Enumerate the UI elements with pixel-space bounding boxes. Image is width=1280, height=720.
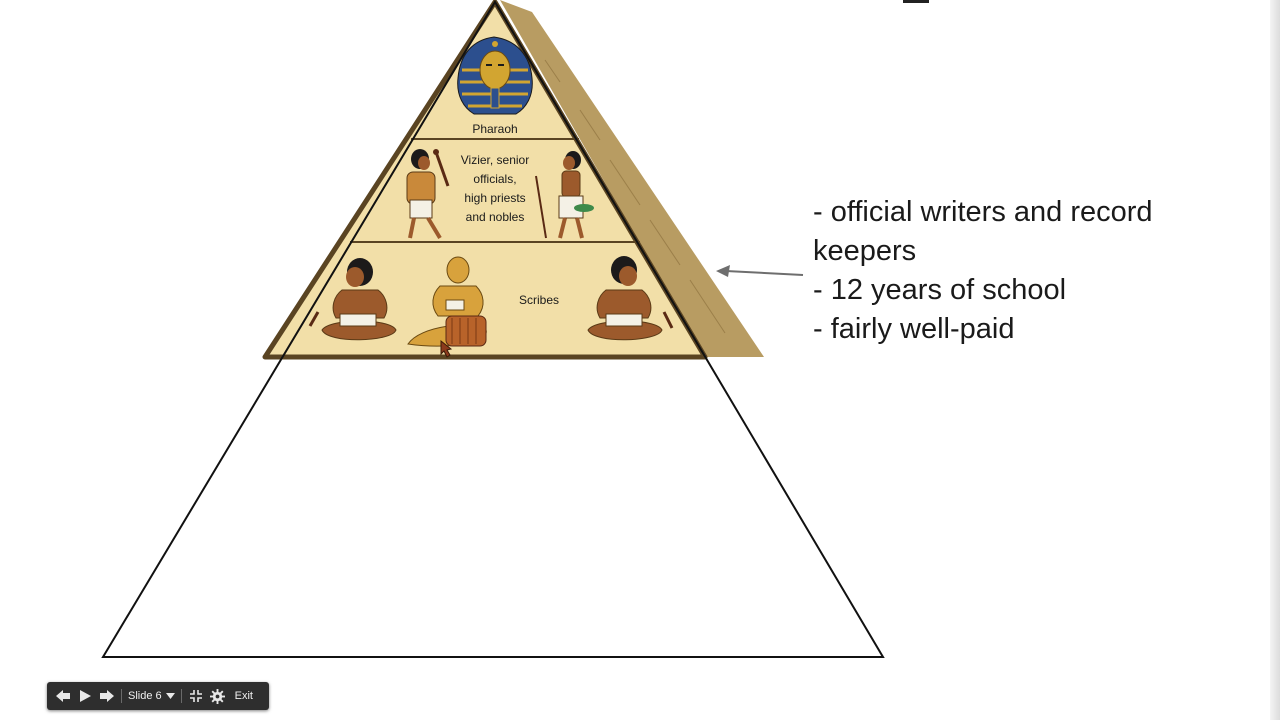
annotation-arrow [716,265,804,277]
exit-fullscreen-icon [189,690,202,702]
scribe-note-school: - 12 years of school [813,274,1067,306]
settings-button[interactable] [207,682,229,710]
tier-label-line: and nobles [466,210,525,224]
tier-label-line: Pharaoh [472,122,517,136]
presentation-toolbar: Slide 6 [47,682,269,710]
tier-label-officials: Vizier, senior officials, high priests and … [461,153,529,224]
scribe-figure-right [587,256,674,341]
window-edge [1270,0,1280,720]
scribe-note-duty: - official writers and record keepers [813,196,1153,267]
pyramid-side-face [500,0,764,357]
arrow-right-icon [100,690,114,702]
previous-slide-button[interactable] [52,682,74,710]
exit-presentation-button[interactable]: Exit [234,690,253,702]
noble-figure-right [535,151,594,239]
tier-label-pharaoh: Pharaoh [472,122,517,136]
play-icon [80,690,91,702]
slide-number-label: Slide 6 [128,690,162,702]
tier-label-line: Vizier, senior [461,153,529,167]
title-placeholder-mark [903,0,929,3]
tier-label-line: high priests [464,191,525,205]
scribe-figure-left [308,258,397,341]
tier-label-scribes: Scribes [519,293,559,307]
gear-icon [210,688,226,704]
pyramid-side-texture [544,59,726,334]
tier-label-line: officials, [473,172,516,186]
pharaoh-mask-figure [457,36,533,115]
scribe-notes: - official writers and record keepers - … [813,193,1213,349]
caret-down-icon [165,693,175,699]
tier-label-line: Scribes [519,293,559,307]
scribe-note-pay: - fairly well-paid [813,313,1015,345]
toolbar-separator [180,689,182,703]
toolbar-separator [121,689,122,703]
next-slide-button[interactable] [96,682,118,710]
pyramid-outline [101,0,885,658]
mouse-pointer-icon [440,339,453,358]
scribe-figure-center [407,256,487,347]
play-button[interactable] [74,682,96,710]
arrow-left-icon [56,690,70,702]
slide-selector[interactable]: Slide 6 [125,682,178,710]
noble-figure-left [406,149,450,240]
exit-fullscreen-button[interactable] [185,682,207,710]
